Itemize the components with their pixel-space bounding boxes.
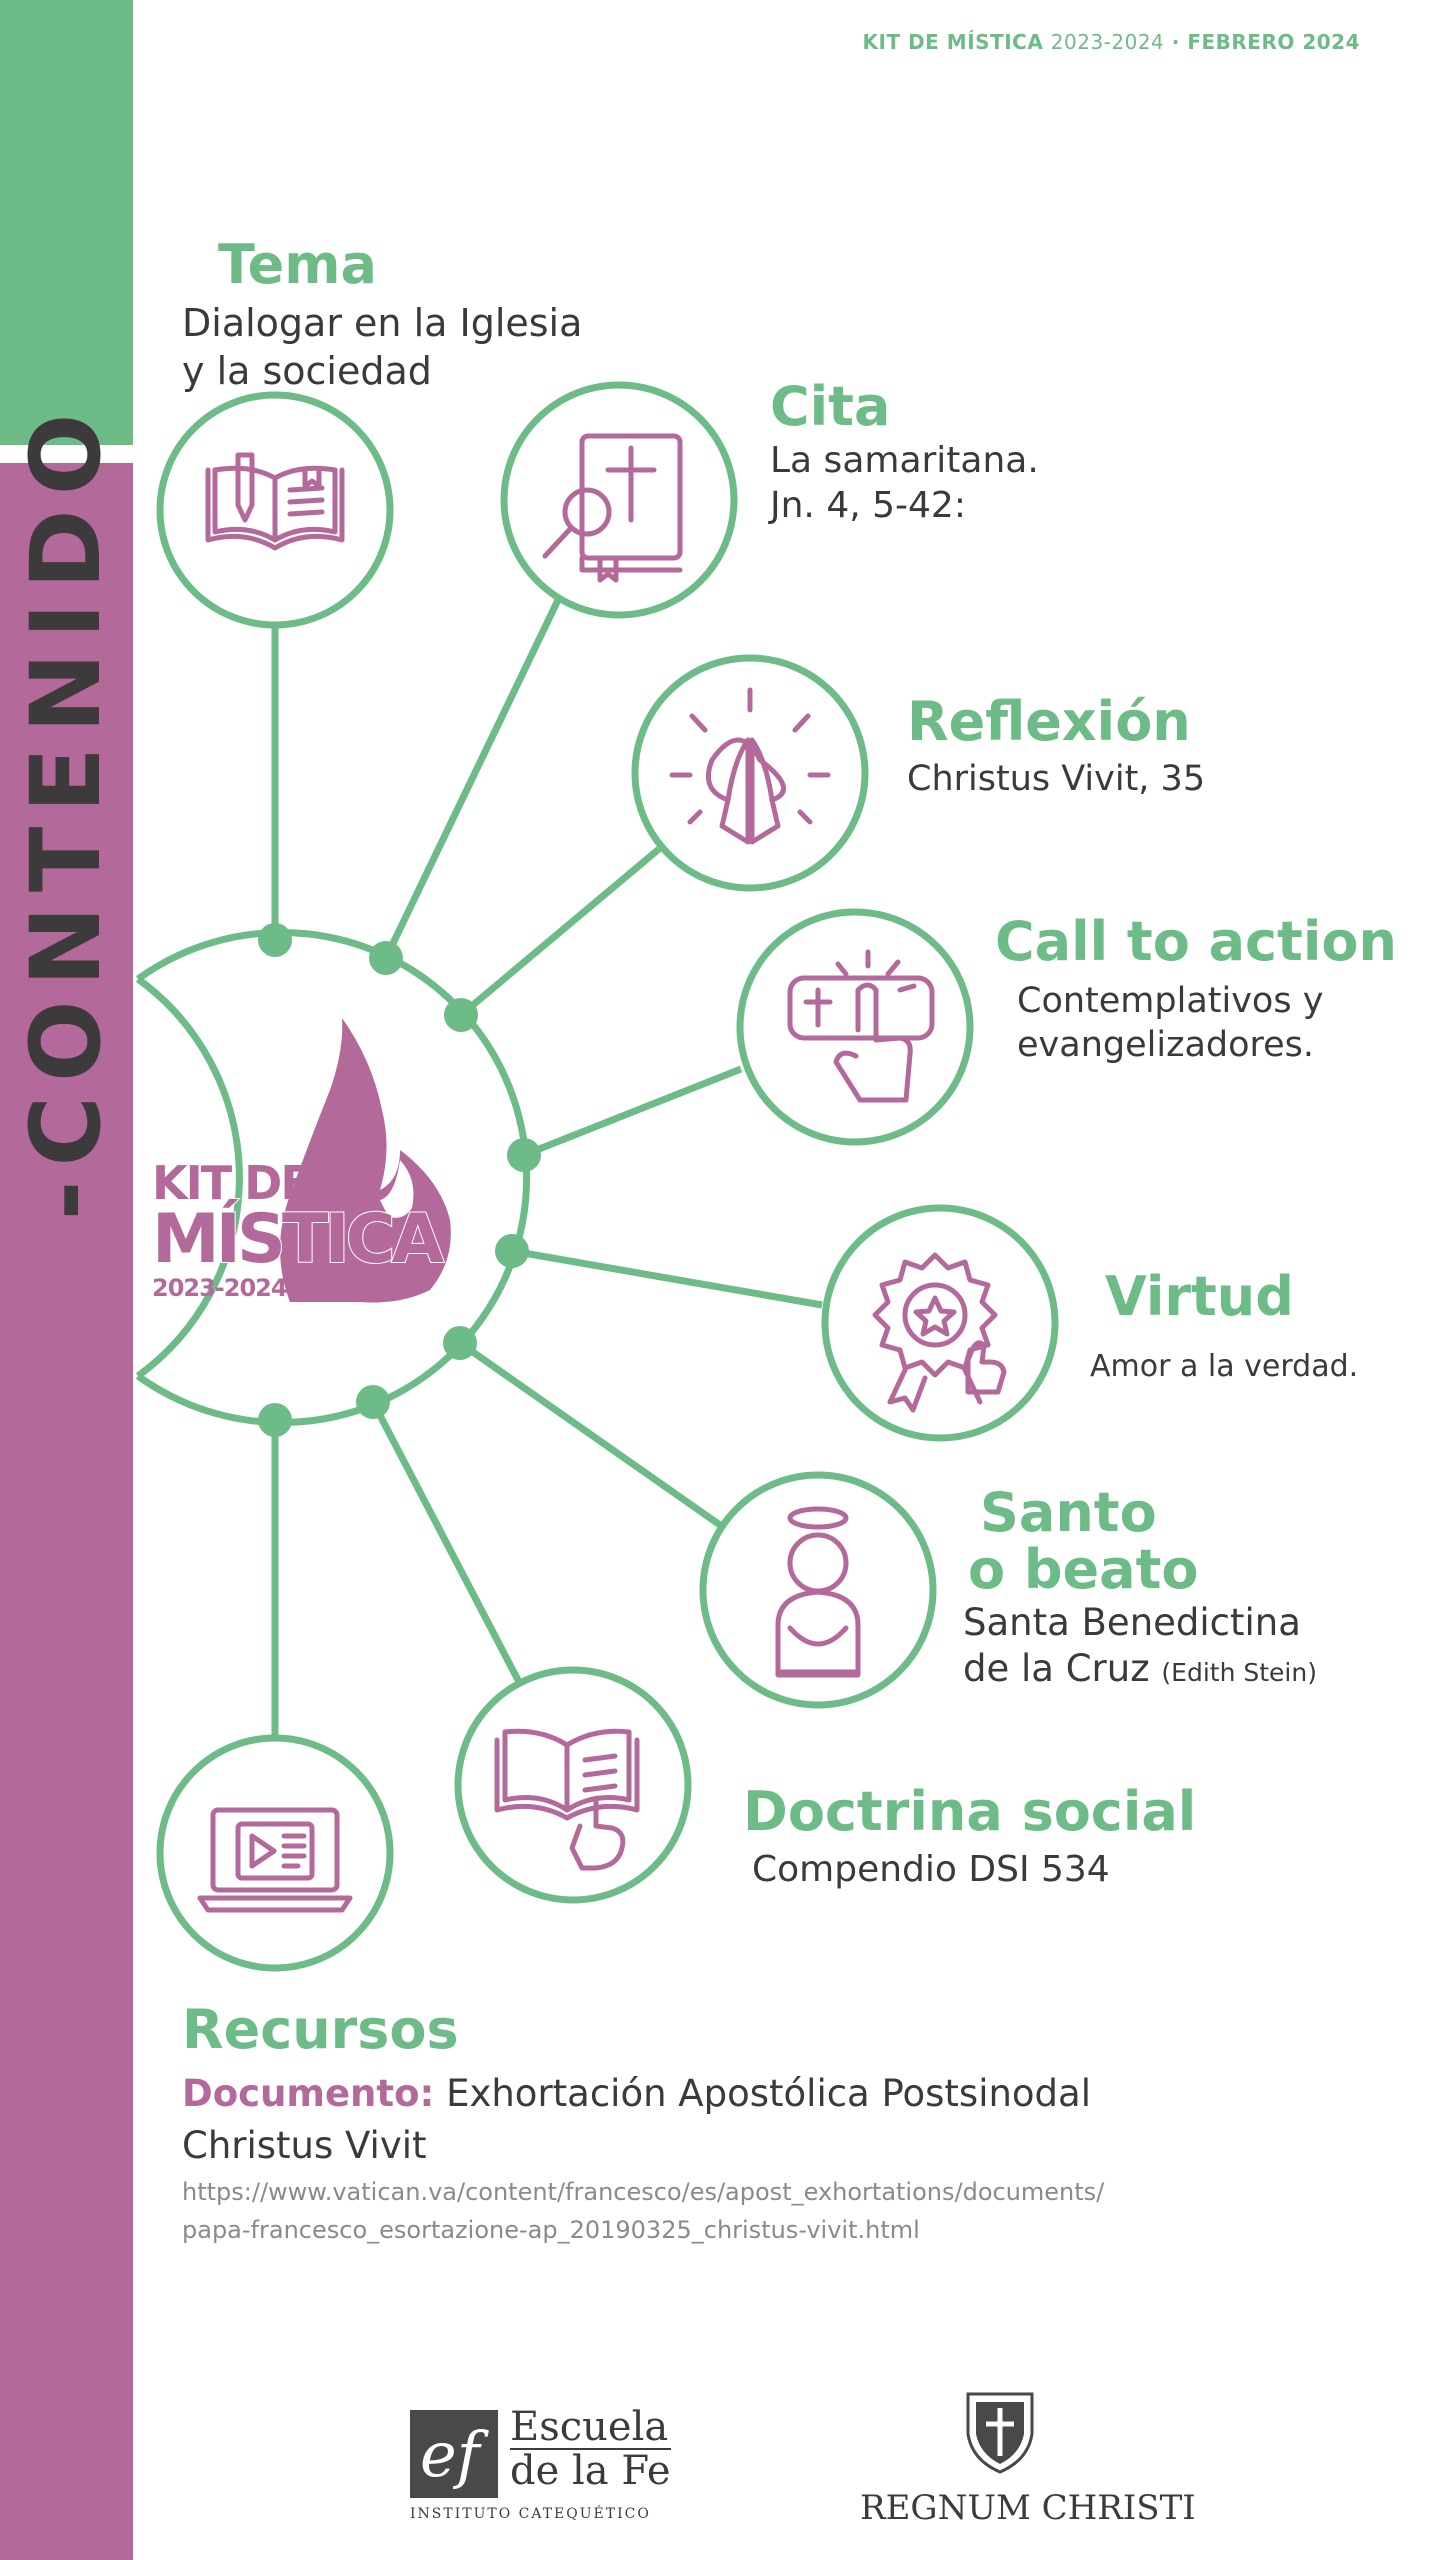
connector-call xyxy=(522,1065,743,1159)
regnum-christi-logo: REGNUM CHRISTI xyxy=(860,2390,1196,2528)
recursos-title: Recursos xyxy=(182,1998,459,2061)
tema-text-line: Dialogar en la Iglesia xyxy=(182,301,583,345)
call-to-action-text-line: Contemplativos y xyxy=(1017,981,1324,1021)
regnum-christi-name: REGNUM CHRISTI xyxy=(860,2488,1196,2528)
reflexion-text: Christus Vivit, 35 xyxy=(907,759,1206,799)
call-to-action-text: Contemplativos y evangelizadores. xyxy=(1017,980,1323,1068)
ef-name-line: de la Fe xyxy=(510,2448,671,2494)
header-years: 2023-2024 xyxy=(1050,30,1165,54)
header-month: FEBRERO 2024 xyxy=(1187,30,1360,54)
center-logo-text: KIT DE MÍSTICA 2023-2024 xyxy=(151,1156,452,1303)
virtud-title: Virtud xyxy=(1105,1265,1294,1328)
click-button-icon xyxy=(787,949,935,1103)
call-to-action-text-line: evangelizadores. xyxy=(1017,1024,1315,1065)
santo-text-line: Santa Benedictina xyxy=(963,1601,1301,1644)
center-logo-line1: KIT DE xyxy=(152,1156,312,1210)
connector-virtud xyxy=(511,1247,823,1309)
green-sidebar-block xyxy=(0,0,133,445)
node-dot xyxy=(444,998,478,1032)
connector-doctrina xyxy=(369,1400,523,1684)
tema-text: Dialogar en la Iglesia y la sociedad xyxy=(182,300,582,395)
kit-mistica-flame-logo xyxy=(280,1018,451,1303)
connector-cita xyxy=(382,598,562,960)
tema-title: Tema xyxy=(218,233,377,296)
node-dot xyxy=(356,1385,390,1419)
node-dot xyxy=(507,1138,541,1172)
santo-title-line: Santo xyxy=(980,1481,1157,1544)
icon-circle-virtud xyxy=(821,1204,1059,1442)
document-title-line: Christus Vivit xyxy=(182,2123,427,2167)
document-title-line: Exhortación Apostólica Postsinodal xyxy=(446,2072,1091,2115)
santo-title: Santo o beato xyxy=(968,1481,1199,1601)
cita-text-line: La samaritana. xyxy=(770,440,1039,481)
reflexion-title: Reflexión xyxy=(907,690,1191,753)
santo-text-note: (Edith Stein) xyxy=(1161,1658,1317,1688)
document-url-line[interactable]: https://www.vatican.va/content/francesco… xyxy=(182,2178,1105,2206)
document-url-line[interactable]: papa-francesco_esortazione-ap_20190325_c… xyxy=(182,2216,920,2245)
bible-magnifier-icon xyxy=(542,433,683,583)
award-badge-icon xyxy=(872,1252,1007,1413)
header-kit-label: KIT DE MÍSTICA xyxy=(862,30,1044,54)
connector-reflexion xyxy=(458,846,662,1018)
purple-sidebar-block xyxy=(0,463,133,2560)
laptop-video-icon xyxy=(197,1807,353,1913)
icon-circle-cita xyxy=(500,381,738,619)
tema-text-line: y la sociedad xyxy=(182,348,432,393)
node-dot xyxy=(369,941,403,975)
node-dot xyxy=(443,1326,477,1360)
ef-mark: ef xyxy=(420,2418,480,2491)
recursos-document: Documento: Exhortación Apostólica Postsi… xyxy=(182,2068,1091,2172)
node-dot xyxy=(258,923,292,957)
center-logo-line3: 2023-2024 xyxy=(152,1274,288,1302)
santo-text-line: de la Cruz xyxy=(963,1647,1150,1691)
header-separator: · xyxy=(1171,30,1180,54)
document-label: Documento: xyxy=(182,2072,435,2115)
icon-circle-call xyxy=(736,908,974,1146)
ef-subtitle: INSTITUTO CATEQUÉTICO xyxy=(410,2506,651,2522)
page-header: KIT DE MÍSTICA 2023-2024 · FEBRERO 2024 xyxy=(863,30,1360,54)
cita-text-line: Jn. 4, 5-42: xyxy=(770,485,966,526)
ef-mark-box: ef xyxy=(410,2410,498,2498)
open-book-pen-icon xyxy=(205,452,345,551)
santo-text: Santa Benedictina de la Cruz (Edith Stei… xyxy=(963,1600,1317,1693)
document-link[interactable]: https://www.vatican.va/content/francesco… xyxy=(182,2173,1104,2250)
center-logo-line2: MÍSTICA xyxy=(151,1200,445,1279)
cita-title: Cita xyxy=(770,375,891,438)
doctrina-title: Doctrina social xyxy=(743,1780,1197,1843)
regnum-christi-shield-icon xyxy=(966,2392,1034,2474)
book-hand-icon xyxy=(494,1728,640,1871)
praying-hands-icon xyxy=(669,687,831,845)
node-dot xyxy=(495,1234,529,1268)
doctrina-text: Compendio DSI 534 xyxy=(752,1849,1110,1890)
center-circle xyxy=(135,976,243,1379)
virtud-text: Amor a la verdad. xyxy=(1090,1349,1359,1384)
connector-santo xyxy=(457,1340,723,1528)
ef-name: Escuela de la Fe xyxy=(510,2406,671,2492)
icon-circle-doctrina xyxy=(454,1666,692,1904)
santo-title-line: o beato xyxy=(968,1537,1199,1601)
cita-text: La samaritana. Jn. 4, 5-42: xyxy=(770,438,1039,528)
node-dot xyxy=(258,1403,292,1437)
saint-halo-icon xyxy=(775,1506,861,1678)
call-to-action-title: Call to action xyxy=(995,910,1397,973)
ef-name-line: Escuela xyxy=(510,2404,669,2450)
